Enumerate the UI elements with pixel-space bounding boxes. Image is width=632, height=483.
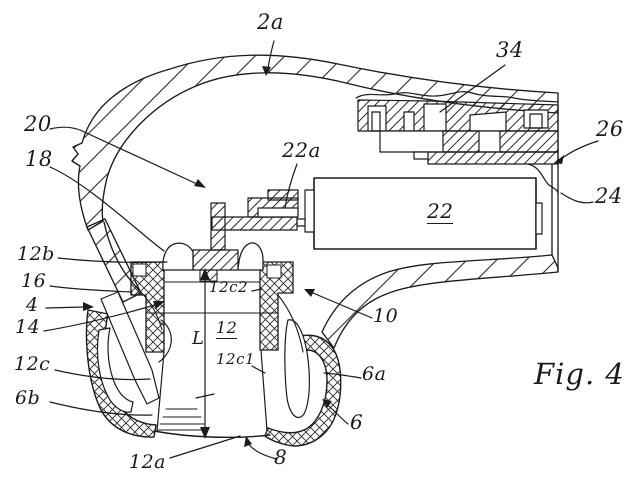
leader-26: [560, 140, 599, 160]
left-flange-notch: [132, 263, 147, 277]
connector-22a: [210, 189, 315, 251]
connector-pin: [296, 218, 306, 227]
membrane-right-hook: [237, 242, 264, 271]
leader-14-head: [153, 301, 165, 309]
leader-10: [312, 292, 373, 319]
cover-plate-26: [427, 151, 559, 165]
shell-lower-band: [321, 254, 559, 349]
leader-6a: [323, 372, 362, 379]
mount-lower-block: [442, 130, 480, 153]
elastomer-paren-12c: [158, 319, 172, 363]
connector-slot: [257, 207, 299, 218]
mount-notch: [367, 105, 387, 132]
leader-6-head: [322, 399, 332, 408]
mount-assembly-34: [355, 91, 559, 165]
membrane-plate-12b: [192, 249, 239, 271]
membrane-tab: [199, 269, 218, 282]
mount-notch-inner: [529, 113, 543, 129]
right-air-channel: [284, 319, 310, 419]
dimension-tick: [195, 393, 215, 399]
battery-box-22: [313, 163, 559, 250]
shell-top-band: [71, 54, 559, 231]
wire-24: [527, 163, 559, 194]
base-8-floor: [153, 430, 271, 439]
leader-12c2: [251, 288, 263, 292]
mount-top-contour: [355, 91, 559, 103]
dimension-arrow-down: [200, 427, 210, 439]
mount-notch: [403, 111, 415, 132]
mount-notch-inner: [371, 111, 381, 132]
leader-14: [43, 304, 156, 332]
chamber-left-wall: [156, 351, 165, 432]
leader-8-head: [244, 436, 252, 447]
right-grip-6: [264, 334, 342, 447]
box-22-body: [313, 177, 537, 250]
right-flange-12c2: [259, 261, 294, 351]
leader-10-head: [304, 289, 315, 297]
leader-6: [328, 405, 349, 425]
membrane-left-hook: [162, 242, 194, 271]
leader-16: [49, 285, 133, 293]
leader-lines: [43, 40, 599, 460]
leader-26-head: [554, 155, 564, 164]
right-molding-line: [277, 294, 304, 353]
leader-4-head: [83, 302, 94, 311]
fill-shading-lines: [156, 408, 208, 431]
leader-20: [49, 126, 198, 185]
leader-22a: [284, 163, 298, 209]
leader-18: [49, 166, 165, 252]
mount-notch: [469, 111, 507, 132]
leader-8: [247, 442, 278, 460]
leader-34: [439, 64, 506, 113]
leader-20-head: [194, 179, 206, 188]
damper-unit-12: [85, 242, 342, 447]
leader-6b: [49, 401, 153, 416]
left-air-channel: [96, 327, 134, 413]
leader-24: [560, 192, 594, 204]
leader-12c: [54, 369, 151, 381]
chamber-right-wall: [260, 349, 268, 432]
leader-12c1: [251, 365, 266, 374]
mount-notch: [423, 103, 447, 132]
dimension-L: [195, 268, 215, 439]
right-flange-notch: [266, 264, 282, 279]
dimension-arrow-up: [200, 268, 210, 280]
connector-post: [210, 202, 226, 251]
box-22-tab: [535, 202, 543, 235]
connector-block-upper: [267, 189, 299, 201]
leader-12b: [57, 257, 168, 263]
mount-notch: [523, 109, 549, 129]
leader-4: [45, 306, 85, 309]
leader-2a-head: [262, 66, 271, 76]
connector-cap: [304, 189, 315, 233]
leader-12a: [169, 435, 241, 459]
cover-plate-step: [413, 151, 429, 160]
housing-shell: [71, 54, 559, 349]
mount-lower-block: [499, 130, 559, 153]
